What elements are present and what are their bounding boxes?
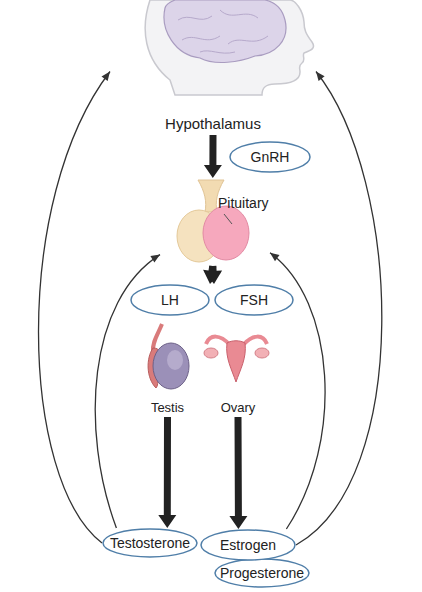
uterus-body — [227, 341, 246, 382]
node-label: Estrogen — [220, 537, 276, 553]
pituitary-illustration — [177, 180, 249, 262]
organ-node: Ovary — [203, 322, 273, 417]
hormone-ellipse: Progesterone — [214, 558, 310, 588]
node-label: LH — [161, 292, 179, 308]
thick-arrow — [229, 417, 247, 529]
ovary-illustration — [204, 337, 269, 382]
ellipse-shape — [103, 529, 197, 557]
arrow-head — [270, 253, 280, 261]
node-label: Pituitary — [218, 195, 269, 211]
node-label: Testosterone — [110, 535, 190, 551]
head-silhouette — [145, 0, 313, 95]
hormone-ellipse: LH — [130, 284, 210, 316]
feedback-arrow — [39, 72, 111, 544]
feedback-arrow — [296, 72, 382, 546]
flow-arrow — [204, 266, 222, 284]
posterior-lobe — [203, 206, 249, 260]
arrow-head — [102, 72, 111, 82]
testis-illustration — [148, 324, 189, 389]
ellipse-shape — [230, 142, 310, 172]
thick-arrow — [158, 417, 176, 528]
node-label: GnRH — [251, 149, 290, 165]
ellipse-shape — [131, 285, 209, 315]
node-label: Testis — [135, 400, 200, 415]
arrow-head — [150, 255, 160, 263]
ovary-left — [204, 348, 218, 358]
thick-arrow — [204, 135, 222, 178]
flow-arrow — [158, 417, 176, 528]
feedback-curve — [39, 72, 111, 544]
ellipse-shape — [215, 285, 293, 315]
node-label: Hypothalamus — [110, 115, 316, 132]
testis-highlight — [167, 350, 183, 370]
hormone-ellipse: Estrogen — [200, 529, 296, 561]
node-label: FSH — [240, 292, 268, 308]
organ-node: Hypothalamus — [110, 0, 316, 135]
brain-folds — [178, 10, 268, 53]
testis-body — [153, 343, 189, 389]
hormone-ellipse: GnRH — [229, 141, 311, 173]
head-illustration — [145, 0, 313, 95]
organ-node: Testis — [135, 322, 200, 417]
flow-arrow — [229, 417, 247, 529]
hormone-ellipse: Testosterone — [102, 528, 198, 558]
organ-node: Pituitary — [160, 178, 270, 266]
flow-arrow — [204, 135, 222, 178]
thick-arrow — [204, 266, 222, 284]
ovary-right — [255, 348, 269, 358]
arrow-head — [316, 72, 325, 82]
ellipse-shape — [215, 559, 309, 587]
node-label: Ovary — [203, 400, 273, 415]
leader-line — [224, 214, 232, 224]
node-label: Progesterone — [220, 565, 304, 581]
feedback-curve — [296, 72, 382, 546]
ellipse-shape — [201, 530, 295, 560]
brain-shape — [164, 0, 286, 62]
hormone-ellipse: FSH — [214, 284, 294, 316]
